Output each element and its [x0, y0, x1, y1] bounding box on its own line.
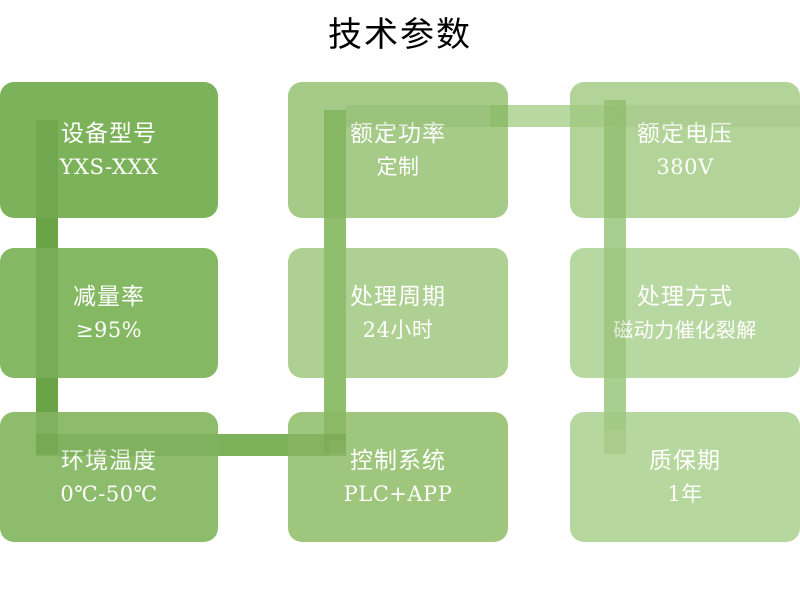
cell-treatment-cycle[interactable]: 处理周期 24小时 [288, 248, 508, 378]
cell-rated-power-value: 定制 [376, 155, 420, 179]
cell-rated-voltage[interactable]: 额定电压 380V [570, 82, 800, 218]
cell-reduction-rate[interactable]: 减量率 ≥95% [0, 248, 218, 378]
cell-control-system-label: 控制系统 [350, 448, 446, 474]
cell-treatment-cycle-label: 处理周期 [350, 284, 446, 310]
cell-rated-voltage-label: 额定电压 [637, 121, 733, 147]
cell-warranty-value: 1年 [667, 482, 703, 506]
cell-warranty[interactable]: 质保期 1年 [570, 412, 800, 542]
cell-ambient-temperature-value: 0℃-50℃ [60, 482, 158, 506]
cell-rated-voltage-value: 380V [656, 155, 714, 179]
cell-model-label: 设备型号 [61, 121, 157, 147]
cell-treatment-method[interactable]: 处理方式 磁动力催化裂解 [570, 248, 800, 378]
cell-rated-power[interactable]: 额定功率 定制 [288, 82, 508, 218]
cell-ambient-temperature-label: 环境温度 [61, 448, 157, 474]
cell-reduction-rate-label: 减量率 [73, 284, 145, 310]
cell-reduction-rate-value: ≥95% [75, 318, 143, 342]
cell-control-system-value: PLC+APP [343, 482, 453, 506]
cell-model-value: YXS-XXX [59, 155, 159, 179]
cell-rated-power-label: 额定功率 [350, 121, 446, 147]
cell-model[interactable]: 设备型号 YXS-XXX [0, 82, 218, 218]
cell-treatment-method-value: 磁动力催化裂解 [613, 318, 757, 342]
page-title: 技术参数 [328, 15, 472, 55]
cell-treatment-cycle-value: 24小时 [362, 318, 434, 342]
cell-warranty-label: 质保期 [649, 448, 721, 474]
cell-treatment-method-label: 处理方式 [637, 284, 733, 310]
cell-ambient-temperature[interactable]: 环境温度 0℃-50℃ [0, 412, 218, 542]
cell-control-system[interactable]: 控制系统 PLC+APP [288, 412, 508, 542]
